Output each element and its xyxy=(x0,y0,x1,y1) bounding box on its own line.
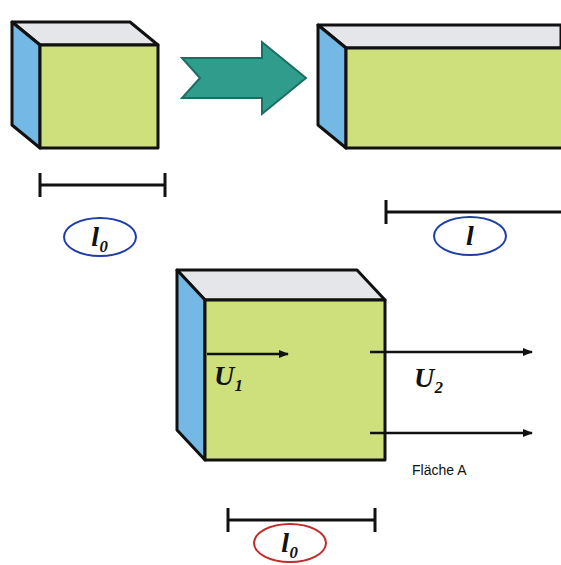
length-symbol: l xyxy=(466,222,474,250)
length-symbol: l₀ xyxy=(281,529,299,557)
velocity-label: U₁ xyxy=(214,362,244,390)
cube-stressed xyxy=(177,270,385,460)
transition-arrow xyxy=(182,42,306,114)
velocity-label: U₂ xyxy=(414,364,444,392)
ellipse-label: l₀ xyxy=(253,523,327,563)
length-symbol: l₀ xyxy=(91,223,109,251)
cube-small xyxy=(12,22,158,148)
cube-stretched xyxy=(318,25,561,148)
velocity-arrows xyxy=(207,352,532,433)
ellipse-label: l xyxy=(433,216,507,256)
length-bracket xyxy=(40,173,165,197)
ellipse-label: l₀ xyxy=(63,217,137,257)
area-label: Fläche A xyxy=(410,462,468,478)
